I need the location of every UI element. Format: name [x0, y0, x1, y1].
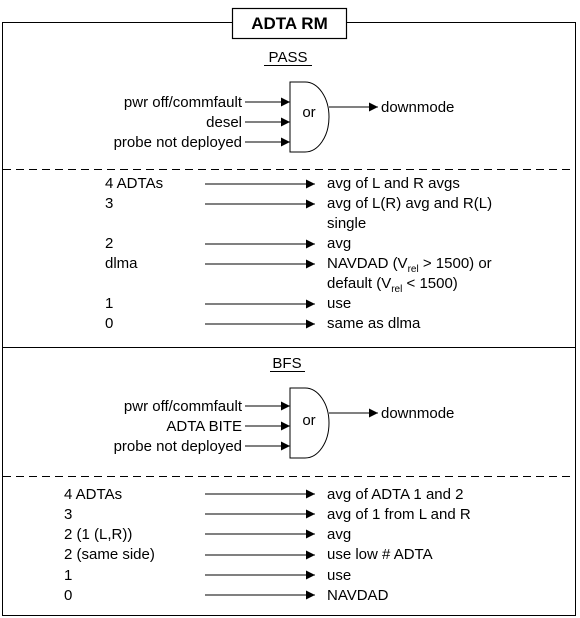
bfs-row-1-output: avg of ADTA 1 and 2 [327, 486, 463, 503]
bfs-row-4-input: 2 (same side) [64, 546, 155, 563]
bfs-or-gate [289, 387, 330, 459]
pass-row-3-input: 2 [105, 235, 113, 252]
pass-gate-input-2: desel [206, 114, 242, 131]
rel-subscript: rel [391, 284, 402, 295]
bfs-row-5-input: 1 [64, 567, 72, 584]
condition-text: < 1500) [402, 275, 457, 292]
pass-row-6-output: same as dlma [327, 315, 421, 332]
bfs-row-1-input: 4 ADTAs [64, 486, 122, 503]
pass-row-2-input: 3 [105, 195, 113, 212]
pass-heading: PASS [269, 49, 308, 66]
pass-row-2-output-line-2: single [327, 215, 366, 232]
bfs-row-3-output: avg [327, 526, 351, 543]
pass-gate-input-3: probe not deployed [114, 134, 242, 151]
pass-row-4-output-line-1: NAVDAD (Vrel > 1500) or [327, 255, 492, 275]
bfs-or-gate-label: or [302, 412, 315, 429]
bfs-gate-input-1: pwr off/commfault [124, 398, 243, 415]
bfs-row-5-output: use [327, 567, 351, 584]
bfs-row-2-input: 3 [64, 506, 72, 523]
bfs-heading: BFS [272, 355, 301, 372]
pass-row-5-output: use [327, 295, 351, 312]
bfs-row-4-output: use low # ADTA [327, 546, 433, 563]
pass-row-1-input: 4 ADTAs [105, 175, 163, 192]
pass-gate-output: downmode [381, 99, 454, 116]
pass-gate-input-1: pwr off/commfault [124, 94, 243, 111]
bfs-row-6-output: NAVDAD [327, 587, 389, 604]
pass-row-1-output: avg of L and R avgs [327, 175, 460, 192]
bfs-section: BFS pwr off/commfault ADTA BITE probe no… [64, 355, 471, 604]
default-text: default (V [327, 275, 391, 292]
pass-row-5-input: 1 [105, 295, 113, 312]
diagram-title: ADTA RM [251, 14, 327, 33]
bfs-row-6-input: 0 [64, 587, 72, 604]
bfs-row-2-output: avg of 1 from L and R [327, 506, 471, 523]
bfs-gate-input-2: ADTA BITE [166, 418, 242, 435]
pass-or-gate [289, 81, 330, 153]
condition-text: > 1500) or [419, 255, 492, 272]
pass-row-4-output-line-2: default (Vrel < 1500) [327, 275, 458, 295]
pass-or-gate-label: or [302, 104, 315, 121]
bfs-row-3-input: 2 (1 (L,R)) [64, 526, 132, 543]
bfs-gate-output: downmode [381, 405, 454, 422]
rel-subscript: rel [408, 264, 419, 275]
pass-row-4-input: dlma [105, 255, 138, 272]
pass-row-3-output: avg [327, 235, 351, 252]
title-box [231, 7, 348, 40]
pass-section: PASS pwr off/commfault desel probe not d… [105, 49, 492, 332]
pass-row-2-output-line-1: avg of L(R) avg and R(L) [327, 195, 492, 212]
pass-row-6-input: 0 [105, 315, 113, 332]
navdad-text: NAVDAD (V [327, 255, 408, 272]
bfs-gate-input-3: probe not deployed [114, 438, 242, 455]
